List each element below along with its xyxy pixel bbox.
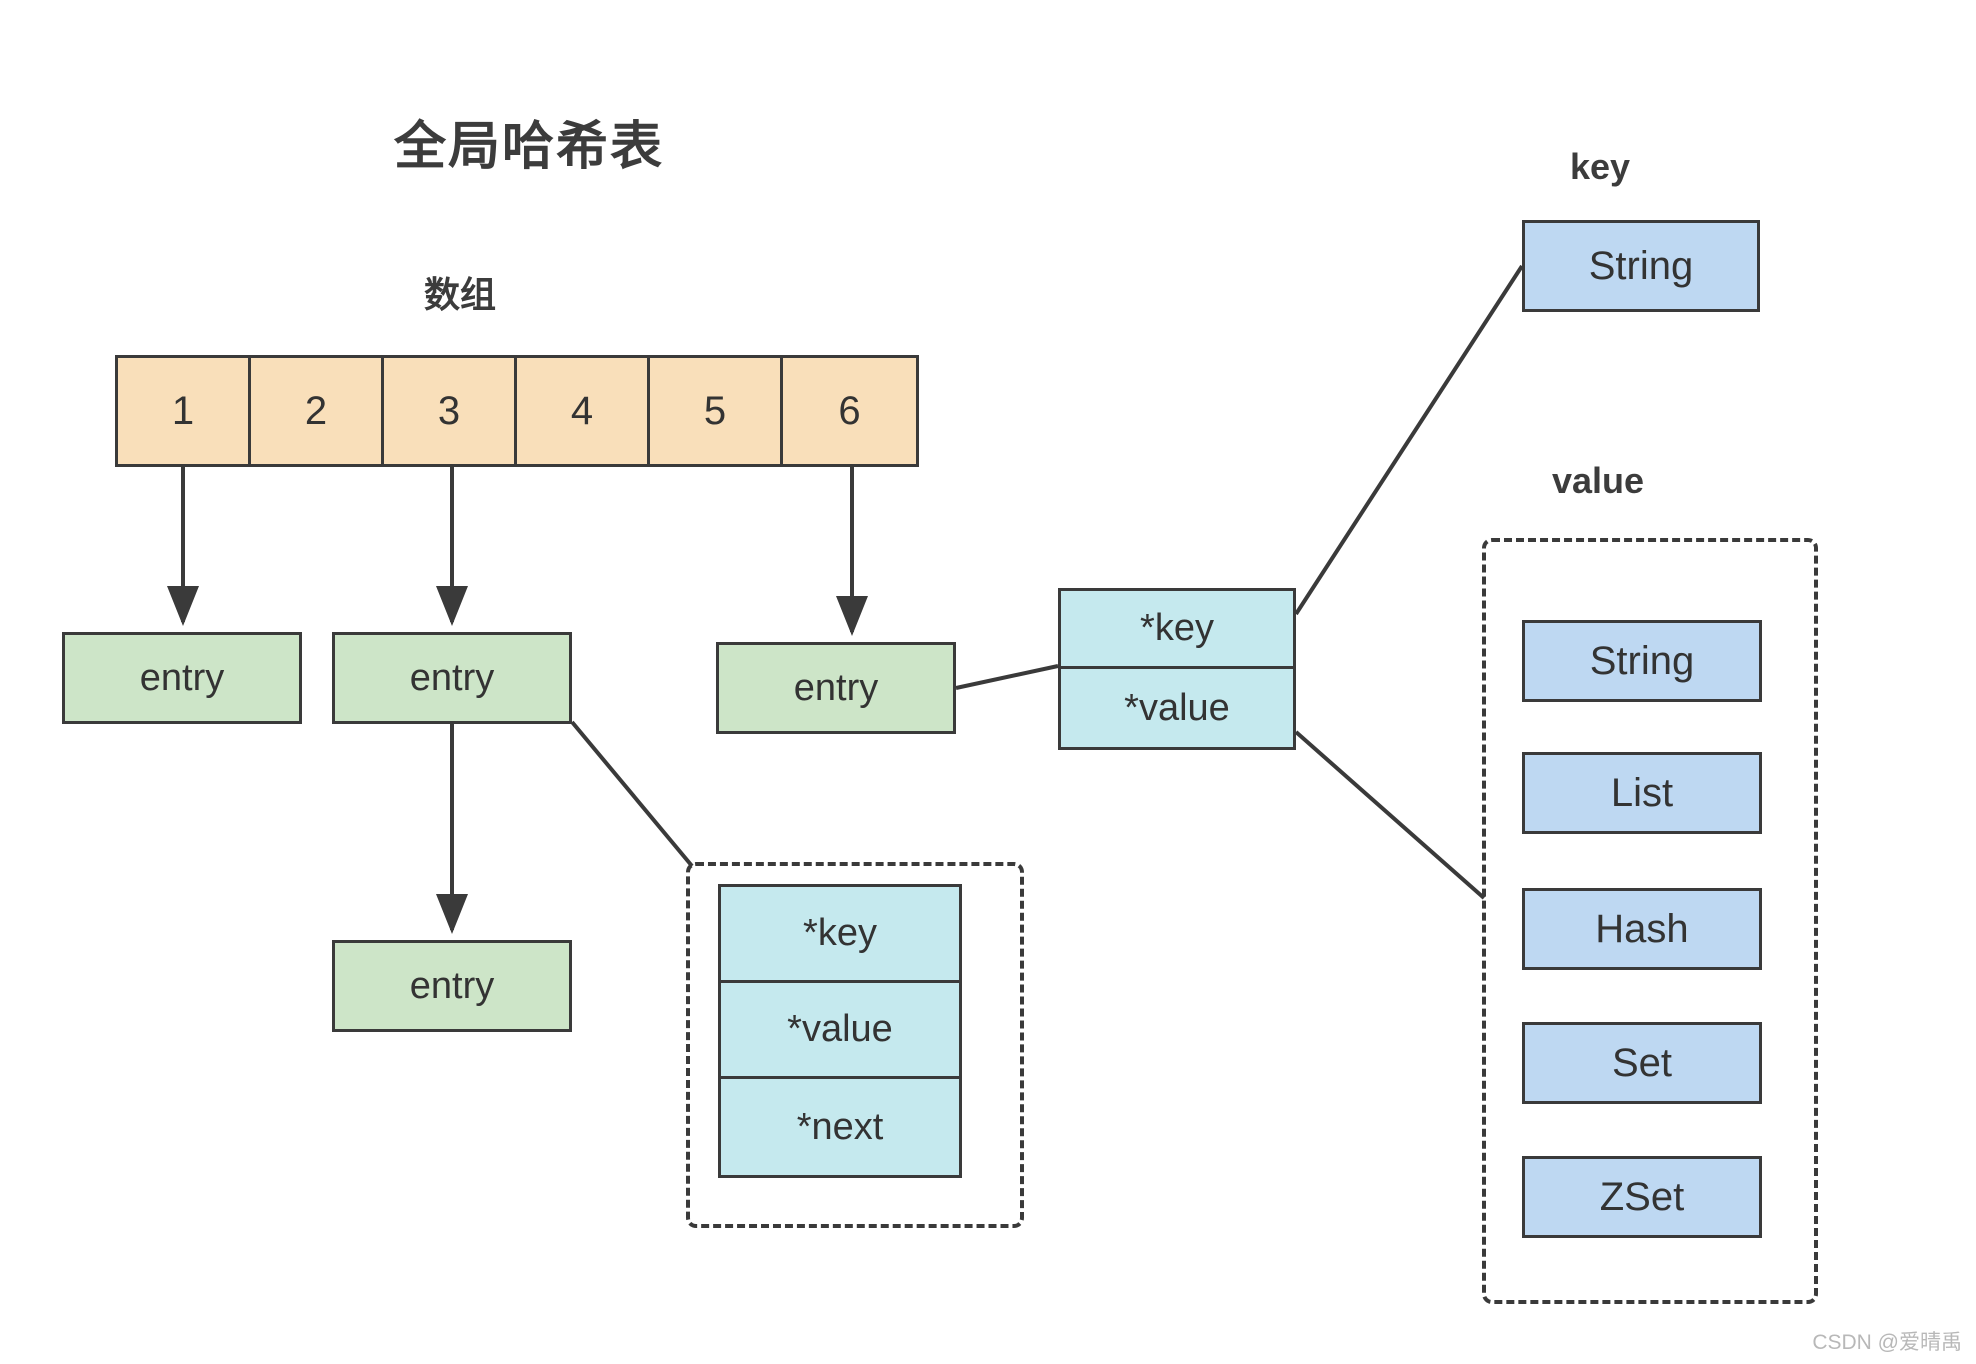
array-cell[interactable]: 4 (517, 358, 650, 464)
key-type-box[interactable]: String (1522, 220, 1760, 312)
line-entry2-to-entry-struct (570, 720, 694, 868)
value-type-box[interactable]: Set (1522, 1022, 1762, 1104)
kv-struct: *key *value (1058, 588, 1296, 750)
value-type-box[interactable]: Hash (1522, 888, 1762, 970)
entry-node[interactable]: entry (62, 632, 302, 724)
array-label: 数组 (423, 274, 496, 315)
entry-slot-key[interactable]: *key (721, 887, 959, 983)
watermark: CSDN @爱晴禹 (1812, 1331, 1962, 1354)
array-cell[interactable]: 2 (251, 358, 384, 464)
array-cell[interactable]: 1 (118, 358, 251, 464)
array-cell[interactable]: 5 (650, 358, 783, 464)
value-type-box[interactable]: ZSet (1522, 1156, 1762, 1238)
entry-node[interactable]: entry (332, 940, 572, 1032)
kv-slot-value[interactable]: *value (1061, 669, 1293, 747)
array-cell[interactable]: 3 (384, 358, 517, 464)
line-entry3-to-kv-struct (955, 664, 1059, 690)
array-cell[interactable]: 6 (783, 358, 916, 464)
key-label: key (1569, 146, 1631, 187)
value-types-group (1482, 538, 1818, 1304)
line-value-to-value-group (1294, 730, 1486, 900)
entry-struct-group (686, 862, 1024, 1228)
entry-node[interactable]: entry (716, 642, 956, 734)
kv-slot-key[interactable]: *key (1061, 591, 1293, 669)
entry-node[interactable]: entry (332, 632, 572, 724)
page-title: 全局哈希表 (393, 118, 664, 176)
entry-struct: *key *value *next (718, 884, 962, 1178)
hash-array: 1 2 3 4 5 6 (115, 355, 919, 467)
value-label: value (1551, 460, 1645, 501)
value-type-box[interactable]: String (1522, 620, 1762, 702)
value-type-box[interactable]: List (1522, 752, 1762, 834)
entry-slot-next[interactable]: *next (721, 1079, 959, 1175)
entry-slot-value[interactable]: *value (721, 983, 959, 1079)
